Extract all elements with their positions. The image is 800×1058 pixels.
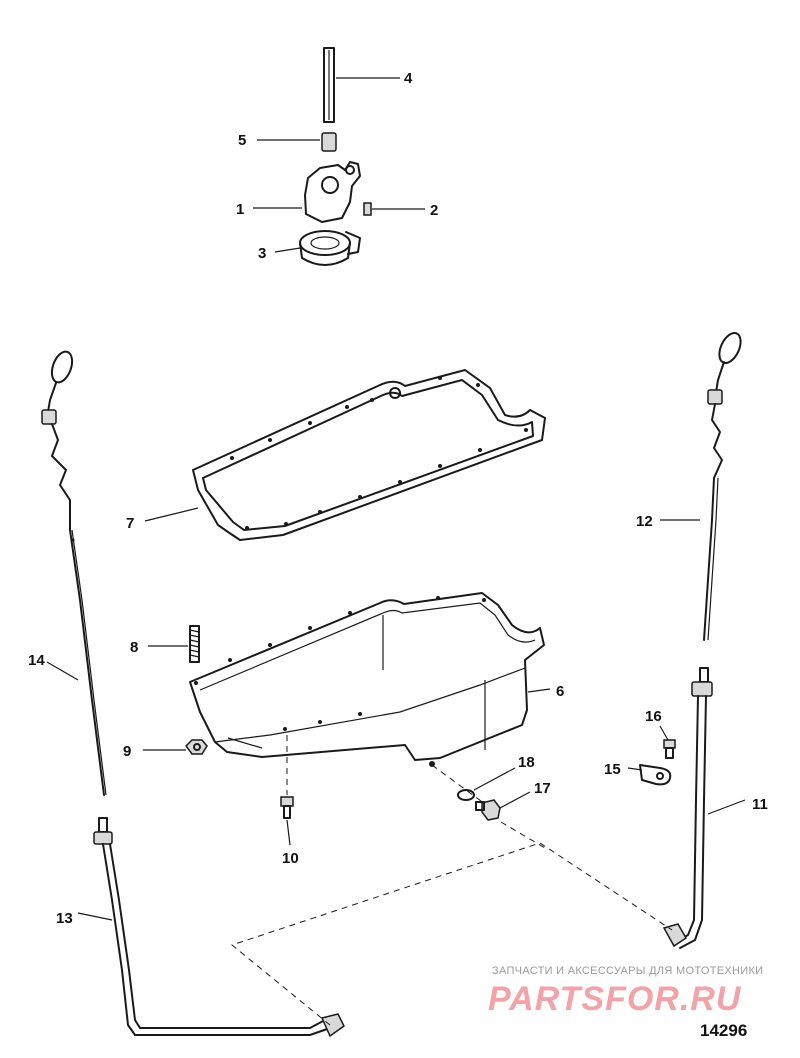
pan-bolt	[280, 796, 294, 819]
callout-1: 1	[236, 201, 244, 218]
callout-16: 16	[645, 708, 662, 725]
callout-12: 12	[636, 513, 653, 530]
drain-plug-washer	[457, 789, 475, 801]
callout-7: 7	[126, 515, 134, 532]
dipstick-left	[41, 350, 107, 796]
callout-9: 9	[123, 743, 131, 760]
pan-bolt-holes	[194, 596, 486, 767]
tube-clip	[639, 764, 672, 786]
stud-nut	[185, 739, 208, 755]
oil-pan-gasket	[192, 369, 546, 541]
oil-pickup-screen	[299, 230, 361, 266]
callout-3: 3	[258, 245, 266, 262]
callout-11: 11	[752, 796, 768, 813]
oil-pump-shaft	[323, 47, 335, 123]
callout-8: 8	[130, 639, 138, 656]
dipstick-tube-left	[93, 817, 345, 1038]
callout-5: 5	[238, 132, 246, 149]
callout-6: 6	[556, 683, 564, 700]
callout-10: 10	[282, 850, 299, 867]
pump-bolt	[363, 202, 372, 216]
watermark-logo: PARTSFOR.RU	[488, 980, 742, 1018]
callout-14: 14	[28, 652, 45, 669]
pump-shaft-coupler	[321, 132, 337, 152]
gasket-bolt-holes	[230, 376, 528, 530]
callout-17: 17	[534, 780, 551, 797]
oil-pan	[189, 592, 545, 761]
pan-stud	[189, 625, 200, 663]
dipstick-right	[703, 332, 742, 641]
callout-2: 2	[430, 202, 438, 219]
figure-number: 14296	[700, 1021, 747, 1040]
callout-15: 15	[604, 761, 621, 778]
dipstick-tube-right	[662, 667, 713, 949]
callout-13: 13	[56, 910, 73, 927]
clip-screw	[663, 739, 676, 759]
drain-plug	[475, 799, 501, 821]
watermark-caption: ЗАПЧАСТИ И АКСЕССУАРЫ ДЛЯ МОТОТЕХНИКИ	[492, 965, 763, 977]
callout-4: 4	[404, 70, 413, 87]
oil-pump-body	[304, 161, 361, 223]
callout-18: 18	[518, 754, 535, 771]
